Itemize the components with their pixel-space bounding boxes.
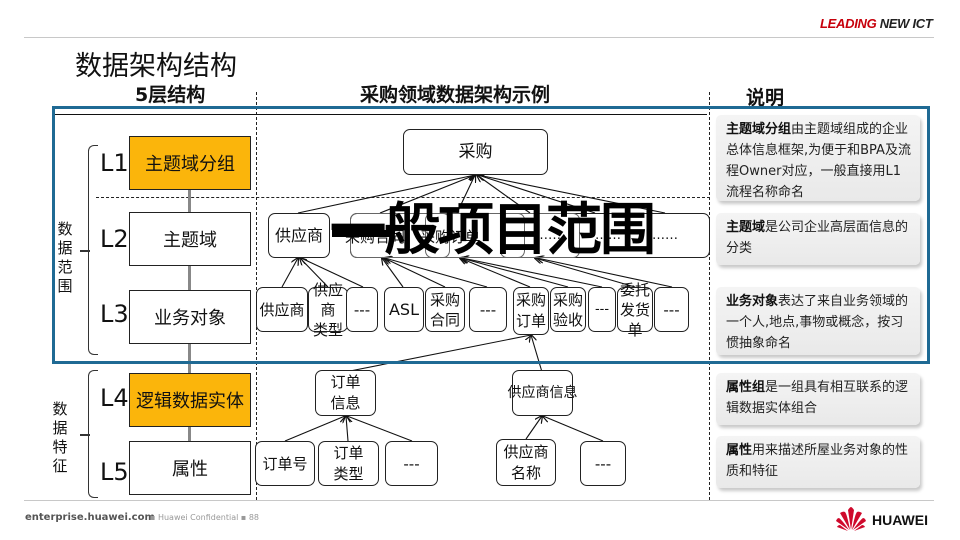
top-divider bbox=[24, 37, 934, 38]
node-label-line: 采购 bbox=[429, 290, 460, 309]
node-label-line: 订单 bbox=[515, 312, 546, 330]
bottom-divider bbox=[24, 500, 934, 501]
column-divider-right bbox=[709, 92, 710, 500]
overlay-scope-text: 一般项目范围 bbox=[330, 198, 656, 263]
brand-tagline: LEADING NEW ICT bbox=[820, 16, 933, 31]
l2-node-label: …… bbox=[535, 228, 561, 243]
node-label-line: 类型 bbox=[312, 320, 343, 339]
l5-node: 订单类型 bbox=[318, 441, 379, 486]
l4-node: 订单信息 bbox=[315, 370, 376, 416]
l3-node: 采购订单 bbox=[513, 287, 549, 335]
node-label-line: 订单 bbox=[330, 373, 361, 391]
l3-node: 采购验收 bbox=[550, 287, 586, 332]
l3-node: 供应商类型 bbox=[308, 281, 348, 339]
l5-node: --- bbox=[580, 441, 626, 486]
node-label-line: 订单 bbox=[333, 443, 364, 462]
l3-node: 委托发货单 bbox=[617, 281, 653, 339]
note-l2: 主题域是公司企业高层面信息的分类 bbox=[716, 213, 920, 265]
node-label-line: 采购 bbox=[515, 291, 546, 309]
node-label-line: 供应商 bbox=[503, 442, 549, 461]
l2-node-label: 采购订单 bbox=[420, 228, 481, 246]
footer-confidential: ▪ Huawei Confidential ▪ 88 bbox=[150, 513, 260, 522]
l2-node bbox=[500, 213, 580, 258]
feature-brace-tick bbox=[80, 434, 90, 436]
level-box-l4: 逻辑数据实体 bbox=[129, 373, 251, 427]
column-heading-example: 采购领域数据架构示例 bbox=[360, 84, 551, 106]
level-id-l3: L3 bbox=[100, 300, 129, 328]
arrow-l5-2 bbox=[346, 416, 348, 442]
note-l5: 属性用来描述所屋业务对象的性质和特征 bbox=[716, 436, 920, 488]
node-label-line: 验收 bbox=[552, 310, 583, 329]
scope-highlight-frame bbox=[52, 106, 930, 364]
level-id-l5: L5 bbox=[100, 458, 129, 486]
l3-node: --- bbox=[469, 287, 507, 332]
level-id-l4: L4 bbox=[100, 384, 129, 412]
l3-node: 采购合同 bbox=[425, 287, 465, 332]
page-title: 数据架构结构 bbox=[75, 51, 237, 82]
level-id-l1: L1 bbox=[100, 149, 129, 177]
feature-label: 数 据 特 征 bbox=[52, 400, 68, 475]
note-l4: 属性组是一组具有相互联系的逻辑数据实体组合 bbox=[716, 373, 920, 425]
node-label-line: 类型 bbox=[333, 464, 364, 483]
footer-site-link[interactable]: enterprise.huawei.com bbox=[25, 512, 155, 523]
l3-node: 供应商 bbox=[256, 287, 308, 332]
l2-node bbox=[425, 213, 525, 258]
brand-tagline-dark: NEW ICT bbox=[876, 16, 933, 31]
l3-node: ASL bbox=[384, 287, 424, 332]
diagram-root-node: 采购 bbox=[403, 129, 548, 175]
l2-node-label: …… bbox=[595, 228, 621, 243]
l3-node: --- bbox=[346, 287, 378, 332]
l5-node: --- bbox=[385, 441, 438, 486]
l2-node-label: …… bbox=[652, 228, 678, 243]
arrow-l5-5 bbox=[543, 416, 604, 442]
column-heading-notes: 说明 bbox=[746, 87, 785, 109]
level-id-l2: L2 bbox=[100, 225, 129, 253]
l5-node: 订单号 bbox=[255, 441, 315, 486]
l4-node: 供应商信息 bbox=[508, 370, 578, 416]
arrow-l5-4 bbox=[525, 416, 542, 440]
brand-tagline-red: LEADING bbox=[820, 16, 877, 31]
level-box-l5: 属性 bbox=[129, 441, 251, 495]
node-label-line: 合同 bbox=[429, 310, 460, 329]
node-label-line: 采购 bbox=[552, 290, 583, 309]
node-label-line: 名称 bbox=[510, 463, 541, 482]
scope-brace-tick bbox=[80, 250, 90, 252]
l5-node: 供应商名称 bbox=[496, 439, 556, 486]
node-label-line: 信息 bbox=[330, 394, 361, 412]
overlay-dash bbox=[332, 230, 394, 238]
note-l1: 主题域分组由主题域组成的企业总体信息框架,为便于和BPA及流程Owner对应，一… bbox=[716, 115, 920, 201]
level-box-l1: 主题域分组 bbox=[129, 136, 251, 190]
note-l3: 业务对象表达了来自业务领域的一个人,地点,事物或概念，按习惯抽象命名 bbox=[716, 287, 920, 355]
node-label-line: 发货单 bbox=[619, 300, 650, 339]
arrow-l5-3 bbox=[347, 416, 413, 442]
level-box-l2: 主题域 bbox=[129, 212, 251, 266]
arrow-l5-1 bbox=[284, 416, 345, 442]
l3-node: --- bbox=[654, 287, 689, 332]
frame-inner-rule bbox=[55, 114, 707, 115]
scope-label: 数 据 范 围 bbox=[57, 220, 73, 295]
level-box-l3: 业务对象 bbox=[129, 290, 251, 344]
l3-node: --- bbox=[588, 287, 616, 332]
column-heading-layers: 5层结构 bbox=[135, 84, 206, 106]
huawei-flower-logo-icon bbox=[836, 507, 866, 531]
node-label-line: 委托 bbox=[619, 280, 650, 299]
l2-node: 供应商 bbox=[268, 213, 330, 258]
huawei-logo-text: HUAWEI bbox=[872, 512, 928, 528]
node-label-line: 供应商 bbox=[312, 280, 343, 319]
